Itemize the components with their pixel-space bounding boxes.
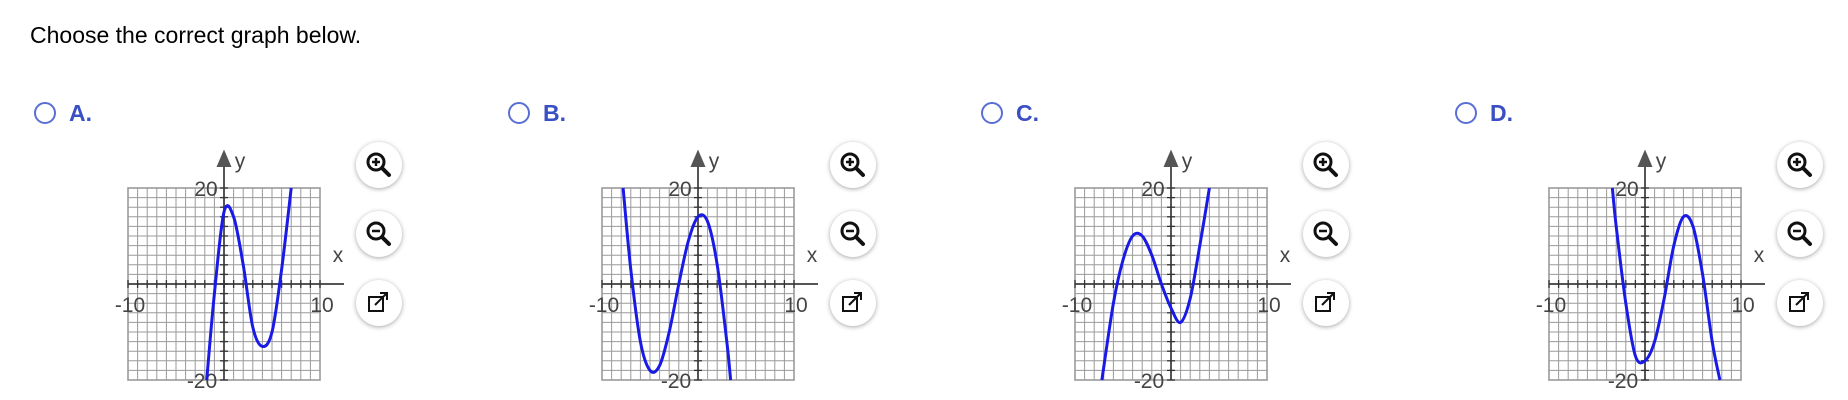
y-axis-arrow bbox=[1163, 149, 1179, 167]
option-letter: A. bbox=[69, 99, 92, 126]
y-axis-arrow bbox=[690, 149, 706, 167]
external-link-icon bbox=[1789, 292, 1809, 312]
option-letter: B. bbox=[543, 99, 566, 126]
x-axis-label: x bbox=[333, 244, 344, 267]
option-select[interactable]: C. bbox=[981, 98, 1039, 128]
x-max-tick-label: 10 bbox=[1731, 294, 1754, 317]
option-c: C. -10 10 20 -20 x y bbox=[981, 98, 1421, 388]
x-min-tick-label: -10 bbox=[589, 294, 619, 317]
zoom-in-icon bbox=[366, 152, 391, 177]
function-curve bbox=[205, 187, 293, 381]
radio-button[interactable] bbox=[34, 102, 56, 124]
y-min-tick-label: -20 bbox=[1608, 370, 1638, 388]
x-min-tick-label: -10 bbox=[1536, 294, 1566, 317]
y-max-tick-label: 20 bbox=[1141, 178, 1164, 201]
option-letter: D. bbox=[1490, 99, 1513, 126]
option-b: B. -10 10 20 -20 x y bbox=[508, 98, 948, 388]
graph-c: -10 10 20 -20 x y bbox=[1062, 149, 1291, 388]
zoom-out-button[interactable] bbox=[830, 211, 876, 257]
zoom-out-button[interactable] bbox=[1777, 211, 1823, 257]
x-min-tick-label: -10 bbox=[115, 294, 145, 317]
y-max-tick-label: 20 bbox=[194, 178, 217, 201]
popout-button[interactable] bbox=[830, 280, 876, 326]
y-axis-arrow bbox=[216, 149, 232, 167]
zoom-in-button[interactable] bbox=[1777, 142, 1823, 188]
y-axis-label: y bbox=[1182, 150, 1193, 173]
graph-tools bbox=[830, 142, 876, 349]
x-axis-label: x bbox=[1754, 244, 1765, 267]
x-max-tick-label: 10 bbox=[784, 294, 807, 317]
graph-tools bbox=[1777, 142, 1823, 349]
function-curve bbox=[1100, 187, 1211, 381]
zoom-in-button[interactable] bbox=[356, 142, 402, 188]
y-axis-label: y bbox=[709, 150, 720, 173]
zoom-in-button[interactable] bbox=[1303, 142, 1349, 188]
y-min-tick-label: -20 bbox=[187, 370, 217, 388]
y-max-tick-label: 20 bbox=[1615, 178, 1638, 201]
zoom-out-icon bbox=[366, 221, 391, 246]
zoom-out-button[interactable] bbox=[356, 211, 402, 257]
radio-button[interactable] bbox=[981, 102, 1003, 124]
x-axis-label: x bbox=[1280, 244, 1291, 267]
radio-button[interactable] bbox=[508, 102, 530, 124]
x-max-tick-label: 10 bbox=[1257, 294, 1280, 317]
function-curve bbox=[1610, 187, 1722, 381]
x-max-tick-label: 10 bbox=[310, 294, 333, 317]
graph-tools bbox=[356, 142, 402, 349]
option-d: D. -10 10 20 -20 x y bbox=[1455, 98, 1848, 388]
question-prompt: Choose the correct graph below. bbox=[30, 22, 362, 48]
external-link-icon bbox=[842, 292, 862, 312]
y-max-tick-label: 20 bbox=[668, 178, 691, 201]
option-a: A. -10 10 20 -20 x y bbox=[34, 98, 474, 388]
zoom-out-icon bbox=[840, 221, 865, 246]
zoom-out-icon bbox=[1787, 221, 1812, 246]
popout-button[interactable] bbox=[356, 280, 402, 326]
y-axis-label: y bbox=[235, 150, 246, 173]
graph-tools bbox=[1303, 142, 1349, 349]
option-letter: C. bbox=[1016, 99, 1039, 126]
x-min-tick-label: -10 bbox=[1062, 294, 1092, 317]
zoom-in-button[interactable] bbox=[830, 142, 876, 188]
option-select[interactable]: A. bbox=[34, 98, 92, 128]
graph-b: -10 10 20 -20 x y bbox=[589, 149, 818, 388]
external-link-icon bbox=[1315, 292, 1335, 312]
radio-button[interactable] bbox=[1455, 102, 1477, 124]
option-select[interactable]: D. bbox=[1455, 98, 1513, 128]
popout-button[interactable] bbox=[1303, 280, 1349, 326]
y-min-tick-label: -20 bbox=[661, 370, 691, 388]
y-min-tick-label: -20 bbox=[1134, 370, 1164, 388]
zoom-in-icon bbox=[840, 152, 865, 177]
external-link-icon bbox=[368, 292, 388, 312]
popout-button[interactable] bbox=[1777, 280, 1823, 326]
graph-a: -10 10 20 -20 x y bbox=[115, 149, 344, 388]
x-axis-label: x bbox=[807, 244, 818, 267]
y-axis-arrow bbox=[1637, 149, 1653, 167]
zoom-out-button[interactable] bbox=[1303, 211, 1349, 257]
zoom-in-icon bbox=[1313, 152, 1338, 177]
zoom-in-icon bbox=[1787, 152, 1812, 177]
y-axis-label: y bbox=[1656, 150, 1667, 173]
function-curve bbox=[621, 187, 733, 381]
graph-d: -10 10 20 -20 x y bbox=[1536, 149, 1765, 388]
zoom-out-icon bbox=[1313, 221, 1338, 246]
option-select[interactable]: B. bbox=[508, 98, 566, 128]
